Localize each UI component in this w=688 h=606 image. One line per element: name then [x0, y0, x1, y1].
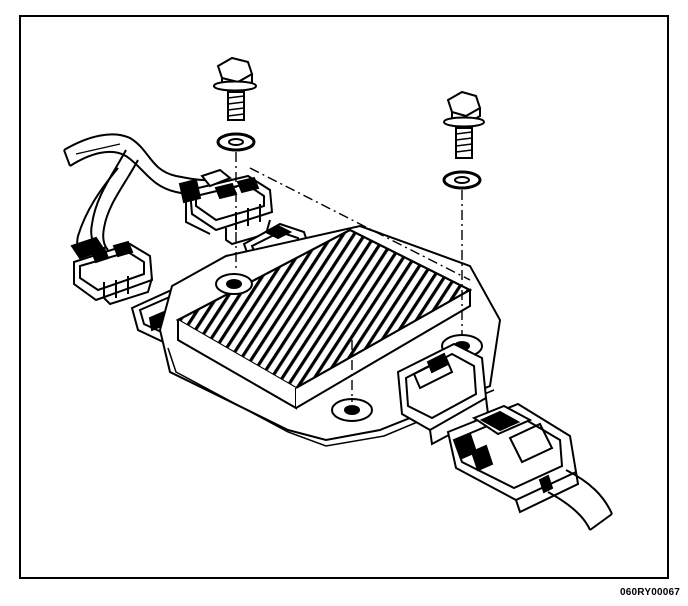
upper-harness-connector — [178, 168, 274, 246]
lower-right-cable — [547, 469, 613, 531]
lower-harness-connector — [446, 402, 580, 514]
washer-right — [442, 170, 482, 190]
module-right-connector — [396, 342, 490, 446]
washer-left — [216, 132, 256, 152]
assembly-center-lines — [235, 152, 471, 402]
left-harness-connector — [70, 236, 154, 306]
drawing-code: 060RY00067 — [619, 587, 680, 598]
bolt-right — [442, 90, 486, 159]
bolt-left — [212, 56, 258, 121]
